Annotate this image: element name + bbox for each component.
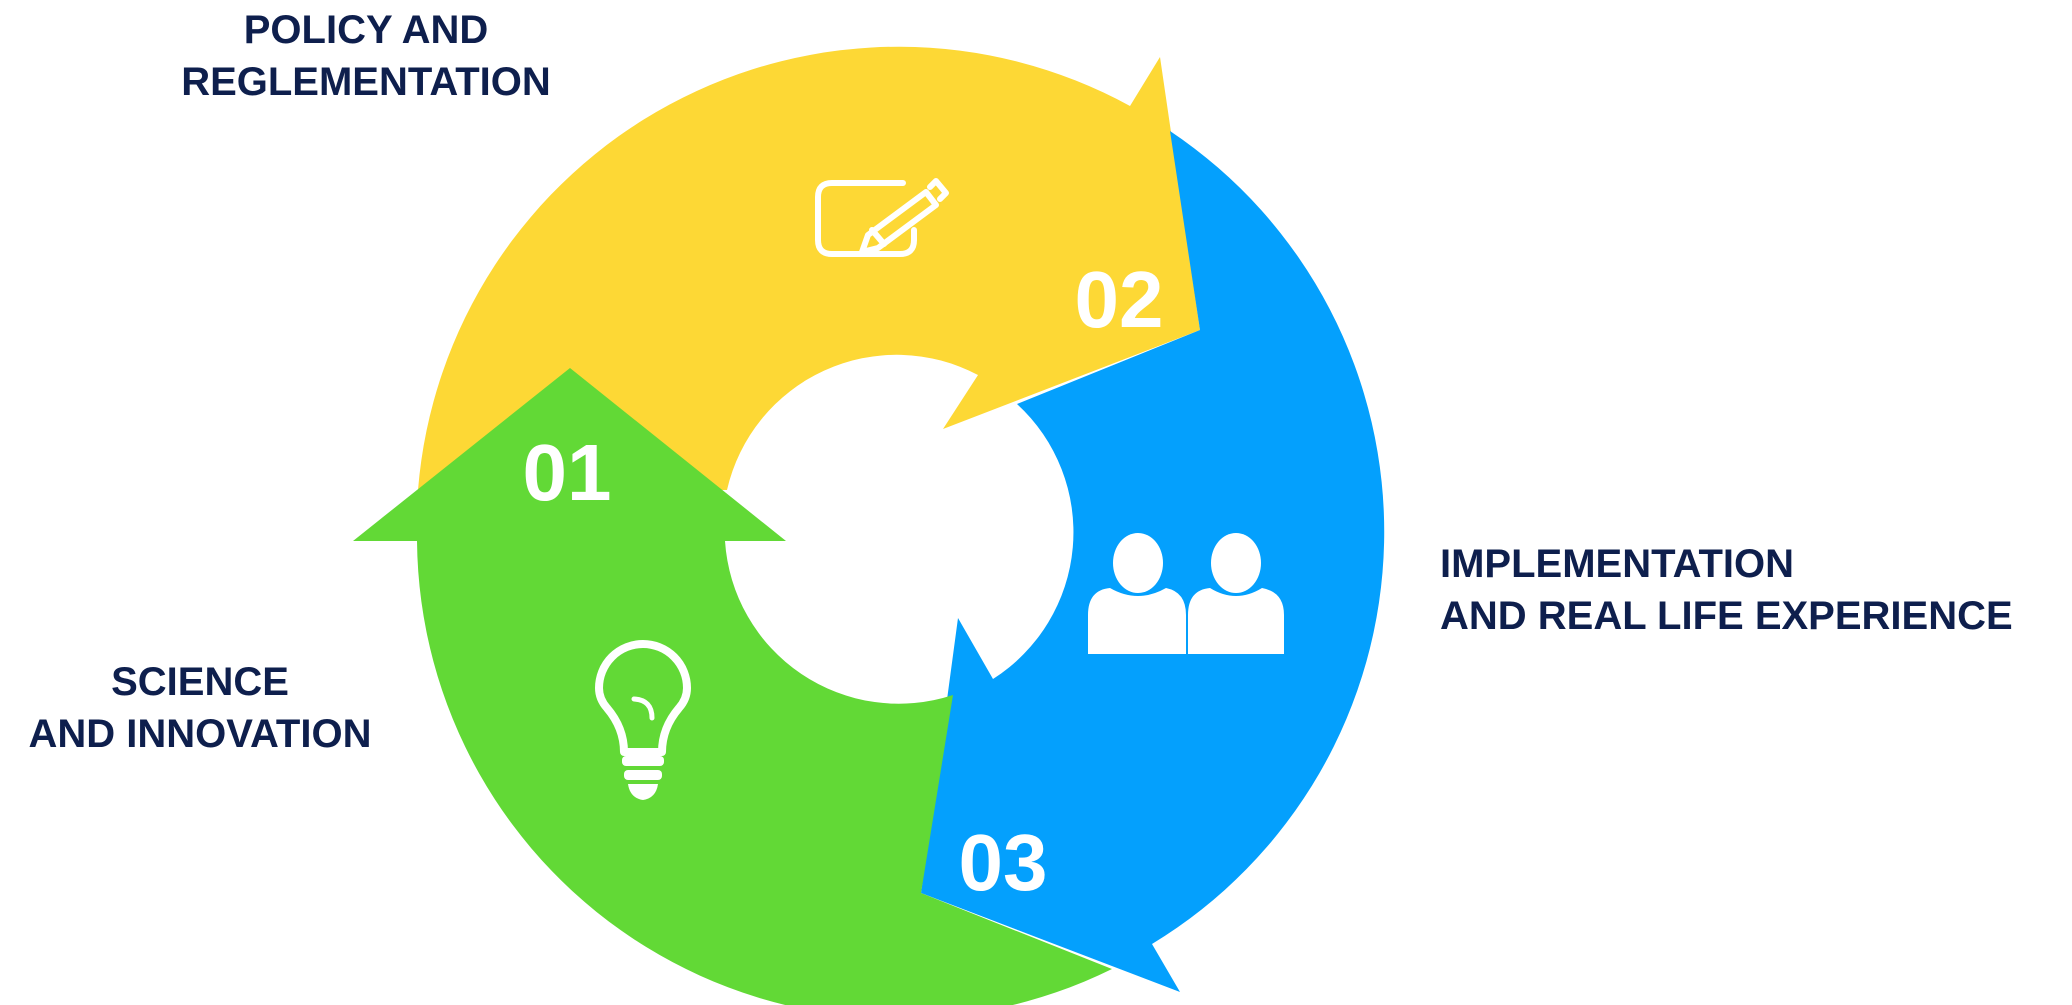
stage-01-arrow — [353, 368, 1112, 1005]
lightbulb-icon — [595, 640, 691, 800]
stage-03-caption-line-2: AND REAL LIFE EXPERIENCE — [1440, 594, 2013, 638]
stage-03-number: 03 — [959, 818, 1048, 907]
stage-01-caption: SCIENCE AND INNOVATION — [0, 656, 400, 760]
stage-01-caption-line-1: SCIENCE — [111, 660, 289, 704]
people-icon — [1088, 533, 1284, 654]
stage-03-caption: IMPLEMENTATION AND REAL LIFE EXPERIENCE — [1440, 538, 2013, 642]
stage-02-arrow — [418, 46, 1200, 491]
stage-02-caption-line-1: POLICY AND — [243, 8, 489, 52]
stage-02-caption-line-2: REGLEMENTATION — [181, 60, 551, 104]
stage-02-number: 02 — [1075, 255, 1164, 344]
stage-02-caption: POLICY AND REGLEMENTATION — [120, 4, 612, 108]
stage-01-caption-line-2: AND INNOVATION — [28, 712, 372, 756]
stage-03-caption-line-1: IMPLEMENTATION — [1440, 542, 1795, 586]
stage-01-number: 01 — [523, 428, 612, 517]
pencil-edit-icon — [815, 178, 949, 257]
